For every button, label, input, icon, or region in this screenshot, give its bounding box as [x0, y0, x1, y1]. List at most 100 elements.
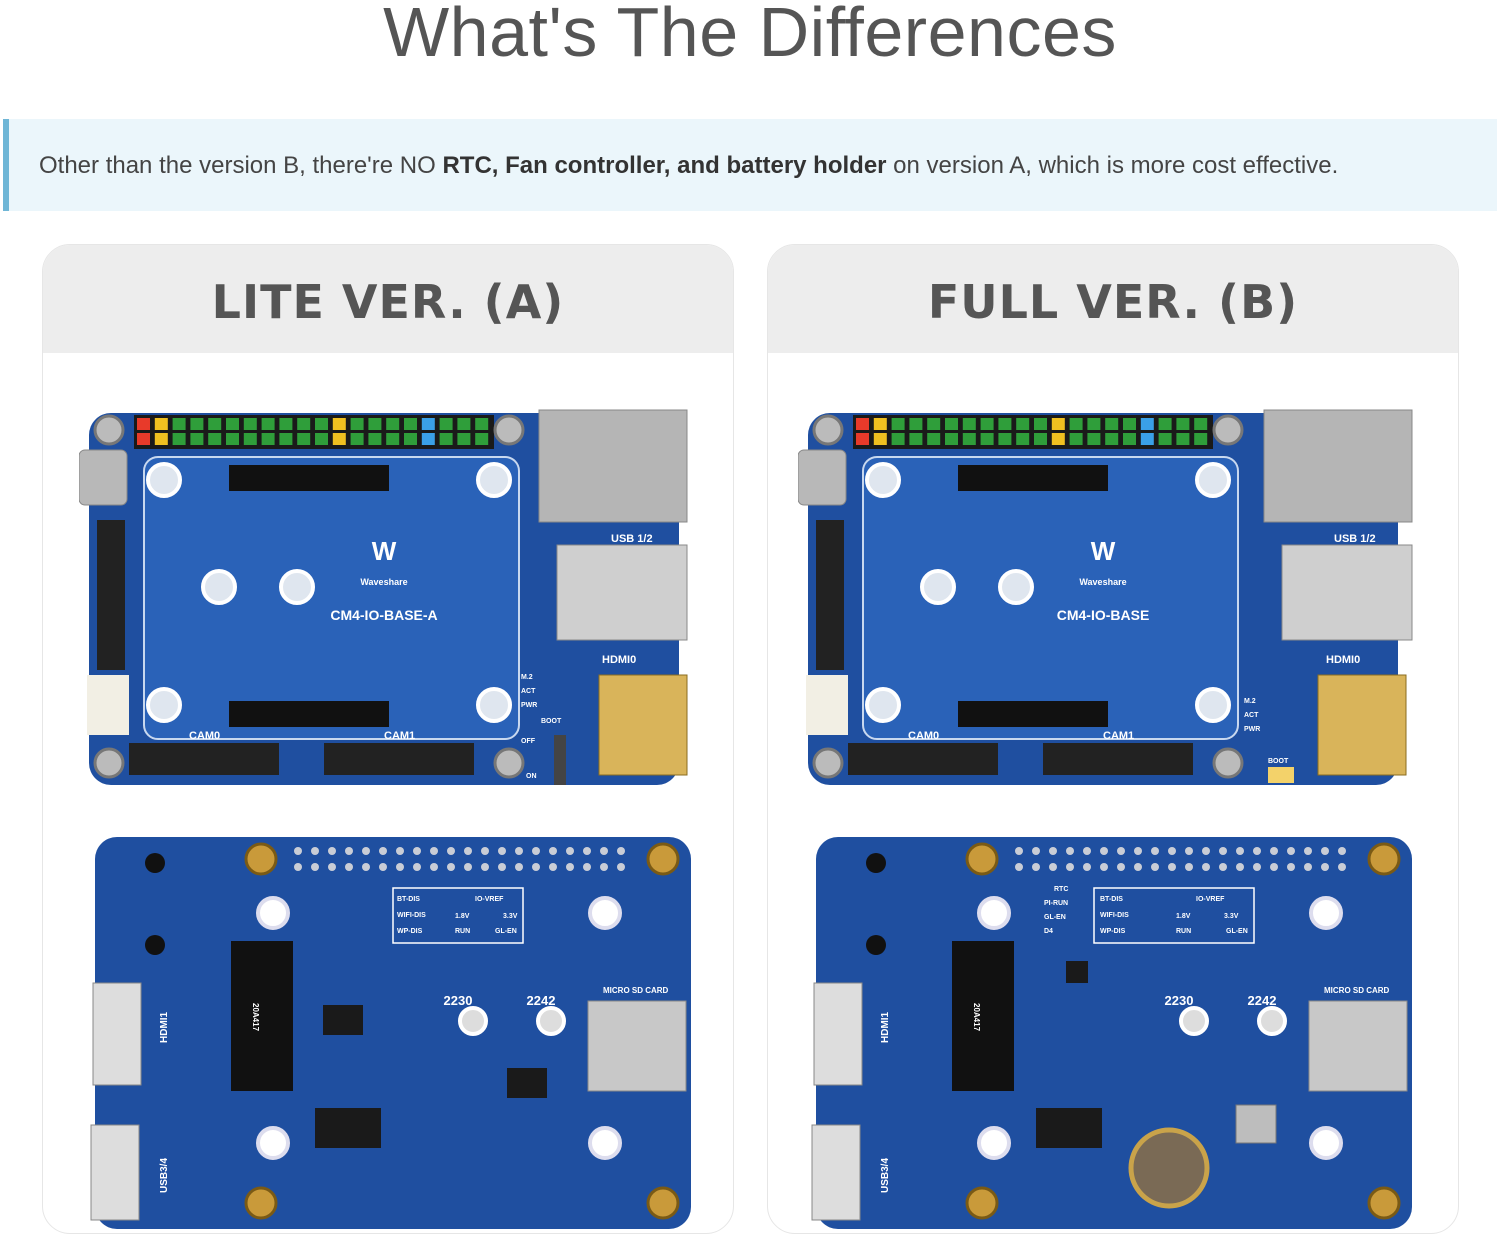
wp-dis-label: WP-DIS [1100, 928, 1126, 935]
gpio-hole [1100, 847, 1108, 855]
gpio-hole [294, 863, 302, 871]
gpio-pin [315, 418, 328, 430]
gpio-hole [566, 847, 574, 855]
gpio-pin [332, 418, 346, 430]
gpio-pin [909, 433, 923, 445]
usb34-connector [811, 1124, 861, 1221]
gpio-pin [297, 433, 311, 445]
micro-sd-slot [1308, 1000, 1408, 1092]
gpio-pin [1016, 418, 1030, 430]
fan-controller [1235, 1104, 1277, 1144]
cam0-label: CAM0 [908, 730, 939, 742]
micro-sd-label: MICRO SD CARD [603, 986, 669, 995]
gpio-pin [297, 418, 311, 430]
gpio-pin [226, 418, 239, 430]
cm4-socket-area [862, 456, 1239, 740]
gpio-hole [532, 847, 540, 855]
waveshare-logo: W [372, 536, 397, 566]
gpio-pin [1069, 418, 1083, 430]
gpio-hole [1338, 863, 1346, 871]
gpio-pin [457, 433, 471, 445]
gpio-pin [154, 433, 168, 445]
gpio-hole [430, 847, 438, 855]
mount-hole [865, 462, 901, 498]
gpio-pin [386, 433, 400, 445]
gpio-hole [345, 847, 353, 855]
screw [493, 747, 525, 779]
gpio-pin [421, 418, 435, 430]
gpio-hole [379, 847, 387, 855]
gpio-pin [1069, 433, 1083, 445]
gl-en-label: GL-EN [495, 928, 517, 935]
pcb [95, 837, 691, 1229]
gpio-pin [279, 433, 293, 445]
micro-sd-label: MICRO SD CARD [1324, 986, 1390, 995]
gpio-hole [1151, 847, 1159, 855]
gpio-hole [1219, 847, 1227, 855]
mount-hole [476, 462, 512, 498]
gpio-pin [154, 418, 168, 430]
gpio-pin [980, 418, 994, 430]
gpio-pin [172, 433, 186, 445]
button [866, 935, 886, 955]
display-connector [816, 520, 844, 670]
cam0-connector [848, 743, 998, 775]
gpio-pin [1176, 418, 1190, 430]
gpio-hole [1134, 863, 1142, 871]
gpio-pin [998, 418, 1012, 430]
gpio-pin [315, 433, 328, 445]
brass-standoff [1367, 1186, 1401, 1220]
gpio-pin [1087, 433, 1101, 445]
cm4-socket-area [143, 456, 520, 740]
cam1-connector [1043, 743, 1193, 775]
m2-led-label: M.2 [521, 674, 533, 681]
note-text-bold: RTC, Fan controller, and battery holder [442, 152, 887, 179]
board-model-label: CM4-IO-BASE-A [330, 607, 437, 623]
gpio-pin [1051, 433, 1065, 445]
gpio-pin [927, 418, 941, 430]
gl-en-left-label: GL-EN [1044, 914, 1066, 921]
gpio-pin [945, 433, 958, 445]
m2-led-label: M.2 [1244, 698, 1256, 705]
gpio-pin [368, 433, 382, 445]
gpio-hole [1117, 863, 1125, 871]
gpio-pin [1016, 433, 1030, 445]
hdmi-label: HDMI0 [1326, 654, 1360, 666]
gpio-hole [1185, 863, 1193, 871]
brass-standoff [965, 842, 999, 876]
button [145, 853, 165, 873]
pwr-led-label: PWR [521, 702, 537, 709]
gpio-pin [1194, 433, 1208, 445]
brass-standoff [244, 1186, 278, 1220]
gpio-pin [350, 418, 364, 430]
gpio-hole [1083, 863, 1091, 871]
run-label: RUN [1176, 928, 1191, 935]
gpio-pin [873, 433, 887, 445]
gpio-pin [873, 418, 887, 430]
gpio-pin [1140, 418, 1154, 430]
gpio-hole [1202, 847, 1210, 855]
m2-standoff-2242 [1257, 1006, 1287, 1036]
gpio-hole [362, 847, 370, 855]
pi-run-label: PI-RUN [1044, 900, 1068, 907]
gpio-pin [190, 418, 204, 430]
gpio-pin [137, 433, 150, 445]
hdmi1-connector [813, 982, 863, 1086]
gpio-hole [617, 847, 625, 855]
gpio-hole [345, 863, 353, 871]
gpio-hole [1032, 847, 1040, 855]
gpio-hole [1270, 847, 1278, 855]
mount-hole [1195, 687, 1231, 723]
brass-standoff [646, 842, 680, 876]
mount-hole [476, 687, 512, 723]
d4-label: D4 [1044, 928, 1053, 935]
gpio-pin [1176, 433, 1190, 445]
mount-hole [1309, 1126, 1343, 1160]
standoff [201, 569, 237, 605]
gpio-hole [1253, 847, 1261, 855]
gpio-hole [1015, 847, 1023, 855]
io-vref-label: IO-VREF [475, 896, 504, 903]
info-note: Other than the version B, there're NO RT… [3, 119, 1497, 211]
button [866, 853, 886, 873]
off-label: OFF [521, 738, 536, 745]
